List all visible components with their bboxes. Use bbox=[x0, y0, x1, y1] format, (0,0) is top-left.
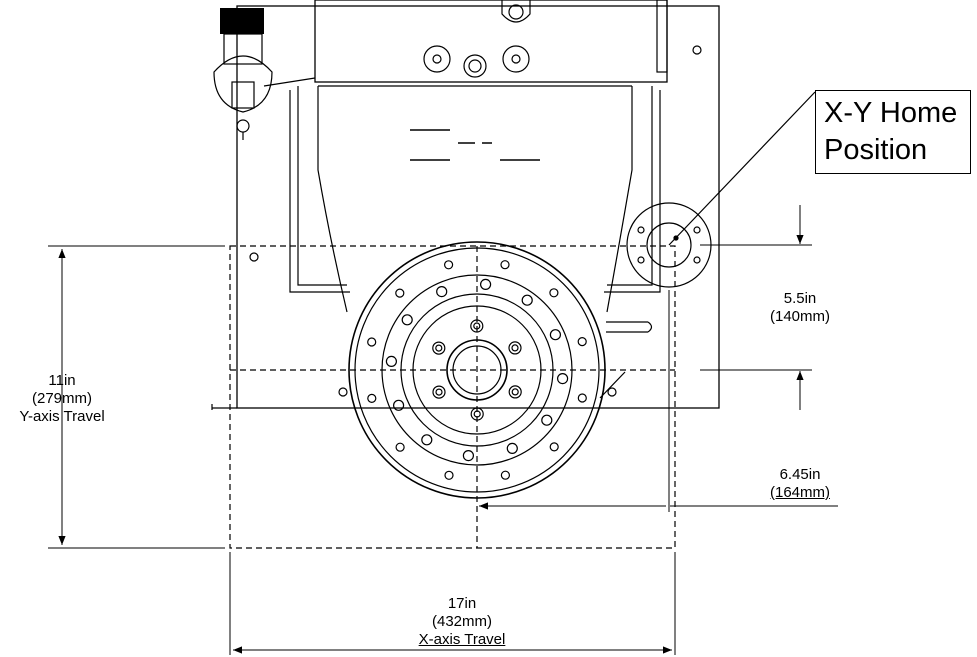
bolt-hole bbox=[549, 442, 559, 452]
probe-assembly bbox=[213, 8, 316, 140]
bolt-hole bbox=[500, 260, 510, 270]
x-travel-value: 17in bbox=[447, 595, 477, 612]
bolt-hole bbox=[549, 329, 562, 341]
bolt-hole bbox=[500, 470, 510, 480]
bolt-hole bbox=[506, 442, 518, 454]
y-offset-metric: (140mm) bbox=[769, 308, 830, 325]
bolt-hole bbox=[577, 337, 587, 347]
bolt-hole bbox=[435, 388, 443, 396]
y-travel-metric: (279mm) bbox=[31, 390, 92, 407]
bolt-hole bbox=[432, 341, 446, 355]
bolt-hole bbox=[541, 414, 553, 426]
bolt-hole bbox=[444, 260, 454, 270]
bolt-hole bbox=[508, 385, 522, 399]
y-offset-value: 5.5in bbox=[783, 290, 817, 307]
x-travel-metric: (432mm) bbox=[431, 613, 492, 630]
bolt-hole bbox=[511, 388, 519, 396]
callout-line-1: X-Y Home bbox=[824, 97, 958, 129]
bolt-hole bbox=[385, 355, 397, 367]
x-travel-label: X-axis Travel bbox=[418, 631, 506, 648]
spindle-body bbox=[289, 85, 661, 399]
dimension-lines bbox=[48, 205, 838, 655]
bolt-hole bbox=[435, 344, 443, 352]
bolt-hole bbox=[462, 450, 474, 462]
y-offset-dimension: 5.5in (140mm) bbox=[760, 290, 840, 326]
callout-line-2: Position bbox=[824, 134, 928, 166]
bolt-hole bbox=[395, 442, 405, 452]
y-travel-value: 11in bbox=[48, 372, 76, 389]
plate-hole bbox=[692, 45, 702, 55]
plate-hole bbox=[249, 252, 259, 262]
bolt-hole bbox=[444, 470, 454, 480]
bolt-hole bbox=[367, 393, 377, 403]
bolt-hole bbox=[577, 393, 587, 403]
bolt-hole bbox=[521, 294, 533, 306]
upper-housing bbox=[314, 0, 668, 83]
y-travel-label: Y-axis Travel bbox=[19, 408, 105, 425]
bolt-hole bbox=[549, 288, 559, 298]
bolt-hole bbox=[511, 344, 519, 352]
bolt-hole bbox=[367, 337, 377, 347]
x-offset-metric: (164mm) bbox=[769, 484, 830, 501]
bolt-hole bbox=[508, 341, 522, 355]
bolt-hole bbox=[432, 385, 446, 399]
plate-hole bbox=[338, 387, 348, 397]
x-offset-value: 6.45in bbox=[779, 466, 821, 483]
bolt-hole bbox=[401, 314, 413, 326]
x-travel-dimension: 17in (432mm) X-axis Travel bbox=[402, 595, 522, 649]
bolt-hole bbox=[556, 373, 569, 385]
bolt-hole bbox=[393, 399, 405, 411]
home-position-callout: X-Y Home Position bbox=[815, 90, 971, 174]
bolt-hole bbox=[480, 278, 492, 290]
x-offset-dimension: 6.45in (164mm) bbox=[760, 466, 840, 502]
bolt-hole bbox=[421, 434, 433, 446]
base-plate-tab bbox=[211, 404, 237, 410]
y-travel-dimension: 11in (279mm) Y-axis Travel bbox=[0, 372, 124, 426]
bolt-hole bbox=[436, 286, 448, 298]
bolt-hole bbox=[395, 288, 405, 298]
home-position-mount bbox=[626, 91, 816, 288]
travel-envelope bbox=[229, 245, 676, 549]
plate-hole bbox=[607, 387, 617, 397]
base-plate bbox=[236, 5, 720, 409]
